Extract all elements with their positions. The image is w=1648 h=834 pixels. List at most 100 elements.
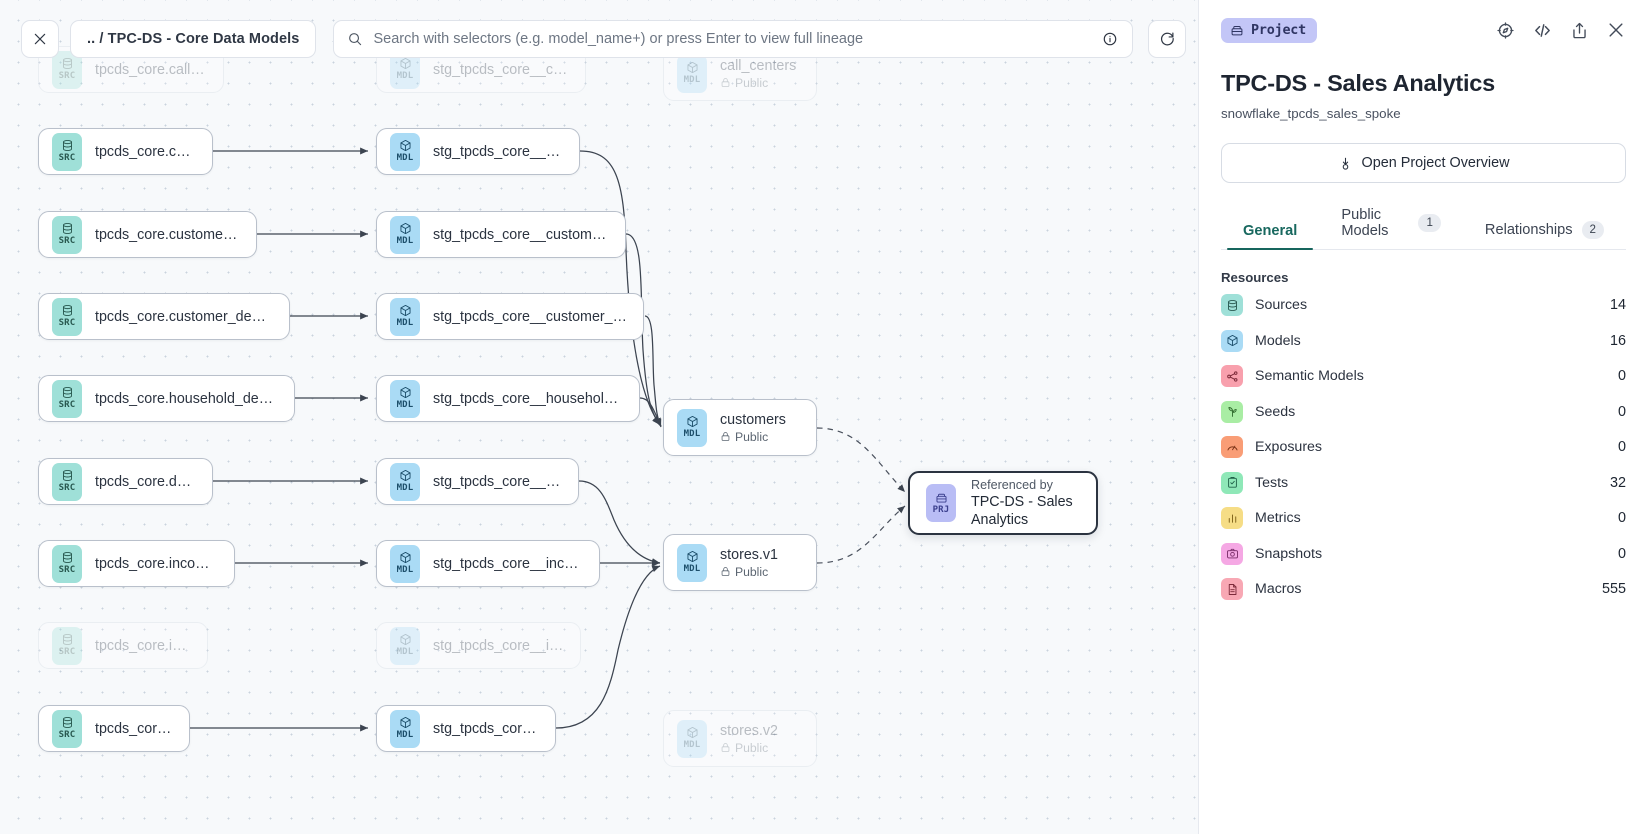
- badge-text: SRC: [58, 236, 76, 246]
- resource-row-snapshots[interactable]: Snapshots 0: [1221, 539, 1626, 570]
- search-bar[interactable]: [333, 19, 1133, 58]
- resource-count: 0: [1617, 368, 1626, 385]
- code-brackets-icon[interactable]: [1532, 20, 1553, 41]
- resource-label: Macros: [1255, 581, 1302, 598]
- lineage-node[interactable]: SRC tpcds_core.household_demographics: [38, 375, 295, 422]
- resource-label: Snapshots: [1255, 545, 1323, 562]
- close-icon[interactable]: [1606, 20, 1626, 40]
- resource-count: 32: [1609, 474, 1626, 491]
- badge-text: MDL: [396, 236, 414, 246]
- close-lineage-button[interactable]: [21, 19, 59, 58]
- node-title: stg_tpcds_core__household_demogr…: [433, 390, 623, 407]
- badge-text: MDL: [683, 564, 701, 574]
- node-kicker: Referenced by: [971, 477, 1053, 492]
- lineage-node[interactable]: MDL stg_tpcds_core__customer_address: [376, 211, 626, 258]
- resource-row-sources[interactable]: Sources 14: [1221, 290, 1626, 321]
- project-identifier: snowflake_tpcds_sales_spoke: [1221, 106, 1401, 121]
- model-badge: MDL: [677, 54, 707, 93]
- lineage-node[interactable]: SRC tpcds_core.income_band: [38, 540, 235, 587]
- badge-text: SRC: [58, 483, 76, 493]
- node-title: tpcds_core.customer: [95, 143, 196, 160]
- node-title: tpcds_core.household_demographics: [95, 390, 278, 407]
- node-title: tpcds_core.call_center: [95, 61, 207, 78]
- lineage-node[interactable]: MDL stg_tpcds_core__income_band: [376, 540, 600, 587]
- lineage-node[interactable]: SRC tpcds_core.customer_demographics: [38, 293, 290, 340]
- lineage-node-customers[interactable]: MDL customers Public: [663, 399, 817, 456]
- page-title: TPC-DS - Sales Analytics: [1221, 70, 1495, 96]
- resource-count: 14: [1609, 297, 1626, 314]
- node-title: tpcds_core.date_dim: [95, 473, 196, 490]
- node-title: stg_tpcds_core__inventory: [433, 637, 564, 654]
- open-project-overview-button[interactable]: Open Project Overview: [1221, 143, 1626, 183]
- lock-icon: [721, 743, 730, 752]
- source-badge: SRC: [52, 379, 82, 418]
- lineage-node[interactable]: MDL stg_tpcds_core__household_demogr…: [376, 375, 640, 422]
- lineage-node[interactable]: MDL stg_tpcds_core__date_dim: [376, 458, 579, 505]
- node-title: call_centers: [720, 57, 797, 74]
- resource-row-metrics[interactable]: Metrics 0: [1221, 503, 1626, 534]
- resource-row-models[interactable]: Models 16: [1221, 326, 1626, 357]
- lineage-node[interactable]: SRC tpcds_core.date_dim: [38, 458, 213, 505]
- lineage-canvas[interactable]: SRC tpcds_core.call_center MDL stg_tpcds…: [0, 0, 1198, 834]
- tab-count-badge: 1: [1418, 214, 1441, 232]
- tab-label: Relationships: [1484, 222, 1573, 238]
- lock-icon: [721, 78, 730, 87]
- lineage-node[interactable]: MDL stg_tpcds_core__inventory: [376, 622, 581, 669]
- badge-text: MDL: [396, 483, 414, 493]
- node-title: tpcds_core.inventory: [95, 637, 191, 654]
- focus-target-icon[interactable]: [1496, 21, 1515, 40]
- lineage-node[interactable]: SRC tpcds_core.customer: [38, 128, 213, 175]
- source-badge: SRC: [52, 709, 82, 748]
- node-access-label: Public: [735, 75, 769, 90]
- project-badge: PRJ: [926, 484, 956, 522]
- badge-text: SRC: [58, 400, 76, 410]
- lineage-node[interactable]: MDL stg_tpcds_core__store: [376, 705, 556, 752]
- badge-text: MDL: [396, 565, 414, 575]
- lineage-node-project-reference[interactable]: PRJ Referenced by TPC-DS - Sales Analyti…: [908, 471, 1098, 535]
- resource-row-tests[interactable]: Tests 32: [1221, 468, 1626, 499]
- refresh-button[interactable]: [1148, 19, 1186, 58]
- node-access-label: Public: [735, 429, 769, 444]
- tab-public-models[interactable]: Public Models 1: [1319, 207, 1463, 249]
- lineage-node[interactable]: SRC tpcds_core.customer_address: [38, 211, 257, 258]
- lineage-node[interactable]: SRC tpcds_core.inventory: [38, 622, 208, 669]
- model-badge: MDL: [390, 626, 420, 665]
- badge-text: MDL: [396, 153, 414, 163]
- search-input[interactable]: [373, 30, 1092, 47]
- resource-row-semantic-models[interactable]: Semantic Models 0: [1221, 361, 1626, 392]
- tab-general[interactable]: General: [1221, 223, 1319, 250]
- lineage-node[interactable]: MDL stg_tpcds_core__customer: [376, 128, 580, 175]
- model-badge: MDL: [390, 215, 420, 254]
- close-icon: [34, 33, 46, 44]
- lineage-node-stores-v1[interactable]: MDL stores.v1 Public: [663, 534, 817, 591]
- resource-count: 0: [1617, 545, 1626, 562]
- lineage-node[interactable]: SRC tpcds_core.store: [38, 705, 190, 752]
- resource-row-seeds[interactable]: Seeds 0: [1221, 397, 1626, 428]
- database-icon: [1221, 294, 1243, 317]
- lineage-node[interactable]: MDL stores.v2 Public: [663, 710, 817, 767]
- cube-icon: [1221, 329, 1243, 352]
- badge-text: MDL: [683, 740, 701, 750]
- model-badge: MDL: [677, 543, 707, 582]
- badge-text: SRC: [58, 153, 76, 163]
- resource-row-macros[interactable]: Macros 555: [1221, 574, 1626, 605]
- badge-text: SRC: [58, 730, 76, 740]
- badge-text: MDL: [396, 71, 414, 81]
- share-icon[interactable]: [1570, 21, 1589, 40]
- camera-icon: [1221, 542, 1243, 565]
- download-circle-icon: [1342, 157, 1348, 170]
- lineage-node[interactable]: MDL stg_tpcds_core__customer_demogra…: [376, 293, 644, 340]
- panel-tabs: General Public Models 1 Relationships 2: [1221, 207, 1626, 250]
- tab-relationships[interactable]: Relationships 2: [1463, 221, 1626, 249]
- badge-text: MDL: [396, 730, 414, 740]
- resource-row-exposures[interactable]: Exposures 0: [1221, 432, 1626, 463]
- model-badge: MDL: [390, 462, 420, 501]
- node-title: tpcds_core.customer_demographics: [95, 308, 273, 325]
- model-badge: MDL: [390, 379, 420, 418]
- breadcrumb[interactable]: .. / TPC-DS - Core Data Models: [70, 19, 317, 58]
- node-title: stores.v1: [720, 546, 779, 563]
- info-circle-icon[interactable]: [1102, 31, 1118, 47]
- source-badge: SRC: [52, 544, 82, 583]
- node-title: stg_tpcds_core__customer_address: [433, 226, 609, 243]
